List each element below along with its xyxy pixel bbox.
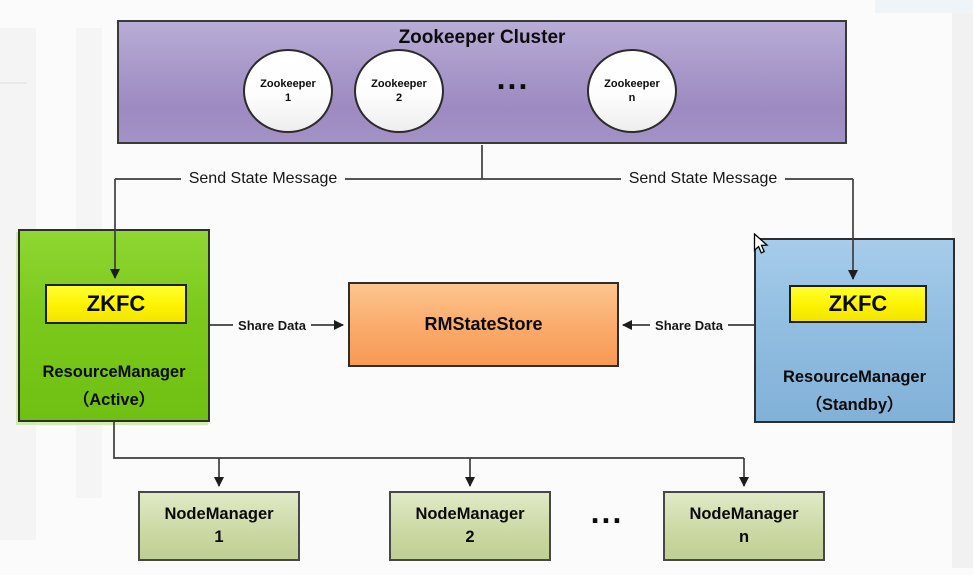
nodemanager-box-2: NodeManager 2 xyxy=(389,491,551,561)
send-state-message-label-left: Send State Message xyxy=(181,169,345,189)
background-artifact xyxy=(0,82,27,84)
send-state-message-label-right: Send State Message xyxy=(621,169,785,189)
background-artifact xyxy=(952,12,973,568)
share-data-label-left: Share Data xyxy=(233,316,311,335)
mouse-cursor xyxy=(753,232,770,261)
nodemanager-box-1: NodeManager 1 xyxy=(138,491,300,561)
nodemanager-name: NodeManager xyxy=(415,505,525,523)
zookeeper-node-id: 2 xyxy=(395,92,403,104)
zookeeper-cluster-box: Zookeeper Cluster xyxy=(117,20,847,144)
share-data-label-right: Share Data xyxy=(650,316,728,335)
zkfc-label: ZKFC xyxy=(828,291,888,316)
zookeeper-node-id: n xyxy=(628,92,636,104)
zkfc-active-box: ZKFC xyxy=(45,284,187,324)
zookeeper-node-name: Zookeeper xyxy=(260,78,316,90)
zookeeper-cluster-title: Zookeeper Cluster xyxy=(398,27,566,48)
connector-active-to-nodemanagers xyxy=(113,422,744,459)
zookeeper-node-2: Zookeeper 2 xyxy=(354,49,444,133)
zookeeper-node-name: Zookeeper xyxy=(604,78,660,90)
zkfc-label: ZKFC xyxy=(86,291,146,316)
cursor-icon xyxy=(753,232,769,254)
nodemanager-name: NodeManager xyxy=(689,505,799,523)
zookeeper-ellipsis: ... xyxy=(496,60,530,96)
zkfc-standby-box: ZKFC xyxy=(789,285,927,323)
zookeeper-node-id: 1 xyxy=(284,92,292,104)
resourcemanager-standby-title: ResourceManager xyxy=(782,368,927,386)
resourcemanager-standby-box: ZKFC ResourceManager （Standby） xyxy=(754,238,955,423)
nodemanager-box-n: NodeManager n xyxy=(663,491,825,561)
zookeeper-node-name: Zookeeper xyxy=(371,78,427,90)
zookeeper-node-1: Zookeeper 1 xyxy=(243,49,333,133)
rm-state-store-box: RMStateStore xyxy=(348,282,619,367)
nodemanager-id: 2 xyxy=(465,528,475,546)
nodemanager-id: n xyxy=(738,528,750,546)
background-artifact xyxy=(875,0,973,13)
rm-state-store-label: RMStateStore xyxy=(424,314,543,334)
nodemanager-name: NodeManager xyxy=(164,505,274,523)
nodemanager-id: 1 xyxy=(214,528,224,546)
nodemanager-ellipsis: ... xyxy=(590,494,624,530)
resourcemanager-active-state: （Active） xyxy=(72,391,156,409)
zookeeper-node-n: Zookeeper n xyxy=(587,49,677,133)
resourcemanager-active-box: ZKFC ResourceManager （Active） xyxy=(18,229,210,422)
resourcemanager-standby-state: （Standby） xyxy=(805,396,904,414)
resourcemanager-active-title: ResourceManager xyxy=(42,363,186,381)
